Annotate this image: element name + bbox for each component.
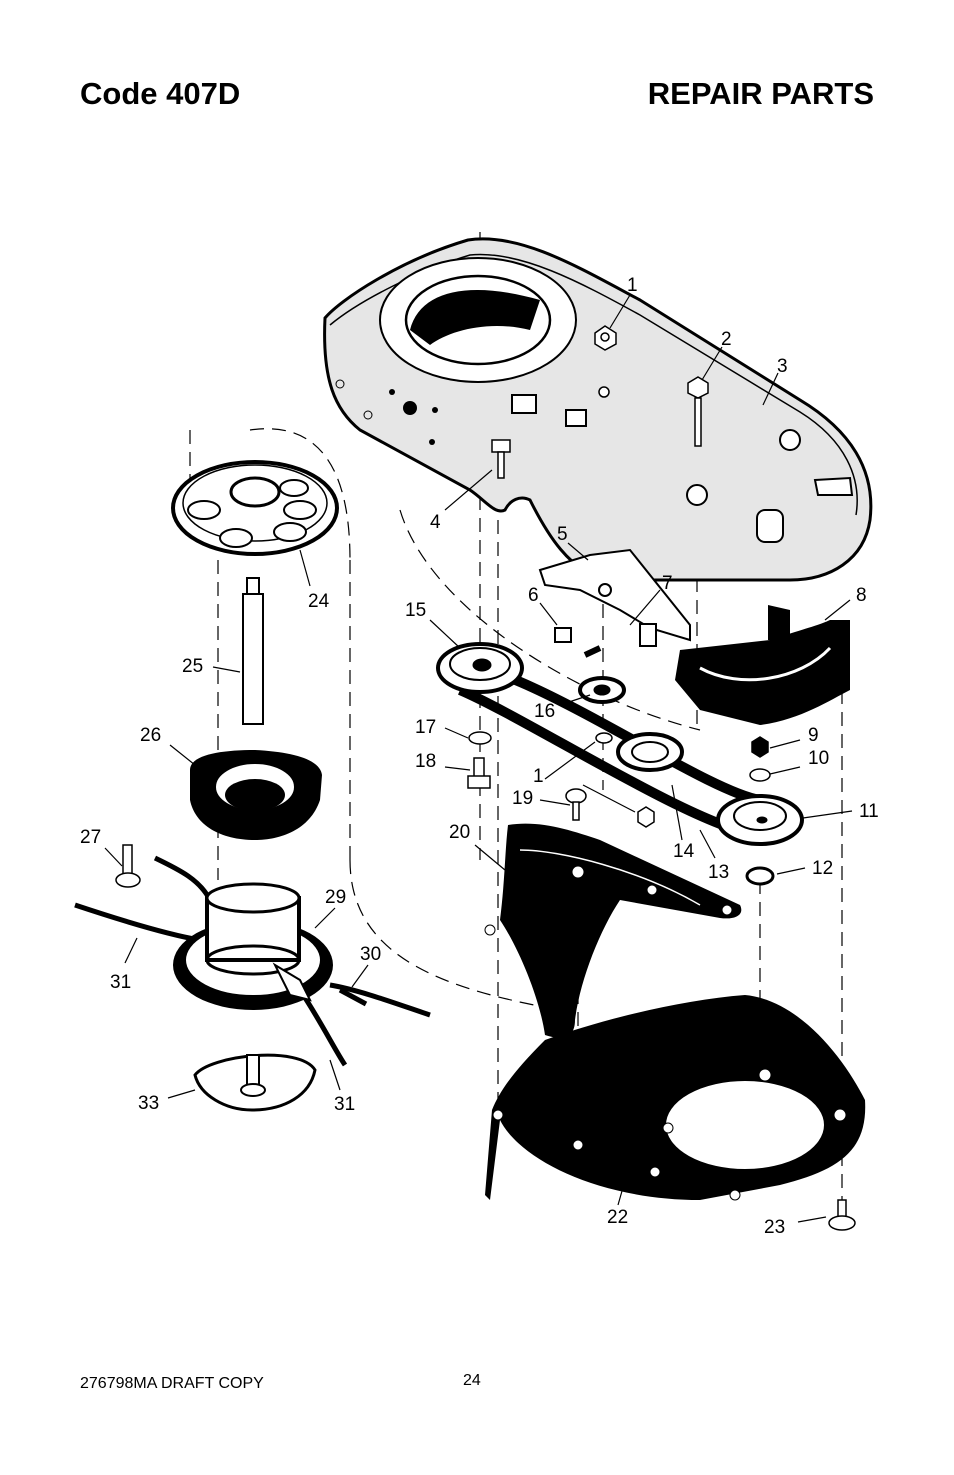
callout-label: 4: [430, 512, 441, 533]
callout-label: 7: [662, 573, 673, 594]
callout-label: 9: [808, 725, 819, 746]
reel-plate-part: [171, 460, 339, 556]
callout-label: 2: [721, 329, 732, 350]
callout-labels: 1 2 3 4 5 6 7 8 15 24 16 25 17 9 10 26 1…: [80, 275, 879, 1238]
callout-label: 24: [308, 591, 330, 612]
leader-lines: [104, 294, 853, 1223]
document-id: 276798MA DRAFT COPY: [80, 1375, 264, 1392]
deflector-part: [484, 823, 742, 1038]
pulleys: [436, 642, 804, 846]
callout-label: 3: [777, 356, 788, 377]
bolt-23-part: [828, 1199, 856, 1231]
small-hardware: [467, 731, 775, 886]
callout-label: 14: [673, 841, 695, 862]
lower-housing-part: [485, 995, 866, 1201]
callout-label: 20: [449, 822, 470, 843]
trimmer-head-part: [74, 855, 431, 1067]
upper-housing-part: [323, 237, 873, 582]
callout-label: 31: [110, 972, 131, 993]
idler-bracket-part: [538, 548, 691, 658]
callout-label: 30: [360, 944, 381, 965]
callout-label: 33: [138, 1093, 159, 1114]
code-label: Code 407D: [80, 76, 241, 111]
callout-label: 26: [140, 725, 161, 746]
hub-part: [190, 750, 322, 840]
callout-label: 18: [415, 751, 436, 772]
callout-label: 31: [334, 1094, 355, 1115]
callout-label: 5: [557, 524, 568, 545]
callout-label: 23: [764, 1217, 785, 1238]
callout-label: 1: [627, 275, 638, 296]
page-title: REPAIR PARTS: [647, 76, 874, 111]
callout-label: 10: [808, 748, 829, 769]
callout-label: 16: [534, 701, 555, 722]
callout-label: 1: [533, 766, 544, 787]
assembly-lines: [189, 232, 843, 1200]
callout-label: 25: [182, 656, 203, 677]
shaft-part: [242, 577, 264, 725]
callout-label: 13: [708, 862, 729, 883]
callout-label: 6: [528, 585, 539, 606]
callout-label: 29: [325, 887, 346, 908]
belt-guard-part: [675, 605, 850, 725]
callout-label: 8: [856, 585, 867, 606]
hardware-top: [491, 325, 709, 479]
callout-label: 12: [812, 858, 833, 879]
page-number: 24: [463, 1372, 481, 1389]
callout-label: 15: [405, 600, 426, 621]
callout-label: 19: [512, 788, 533, 809]
callout-label: 11: [859, 801, 879, 822]
callout-label: 22: [607, 1207, 628, 1228]
callout-label: 17: [415, 717, 436, 738]
callout-label: 27: [80, 827, 101, 848]
screw-27-part: [115, 844, 141, 888]
spring-30-part: [338, 987, 368, 1007]
cap-33-part: [193, 1053, 317, 1112]
